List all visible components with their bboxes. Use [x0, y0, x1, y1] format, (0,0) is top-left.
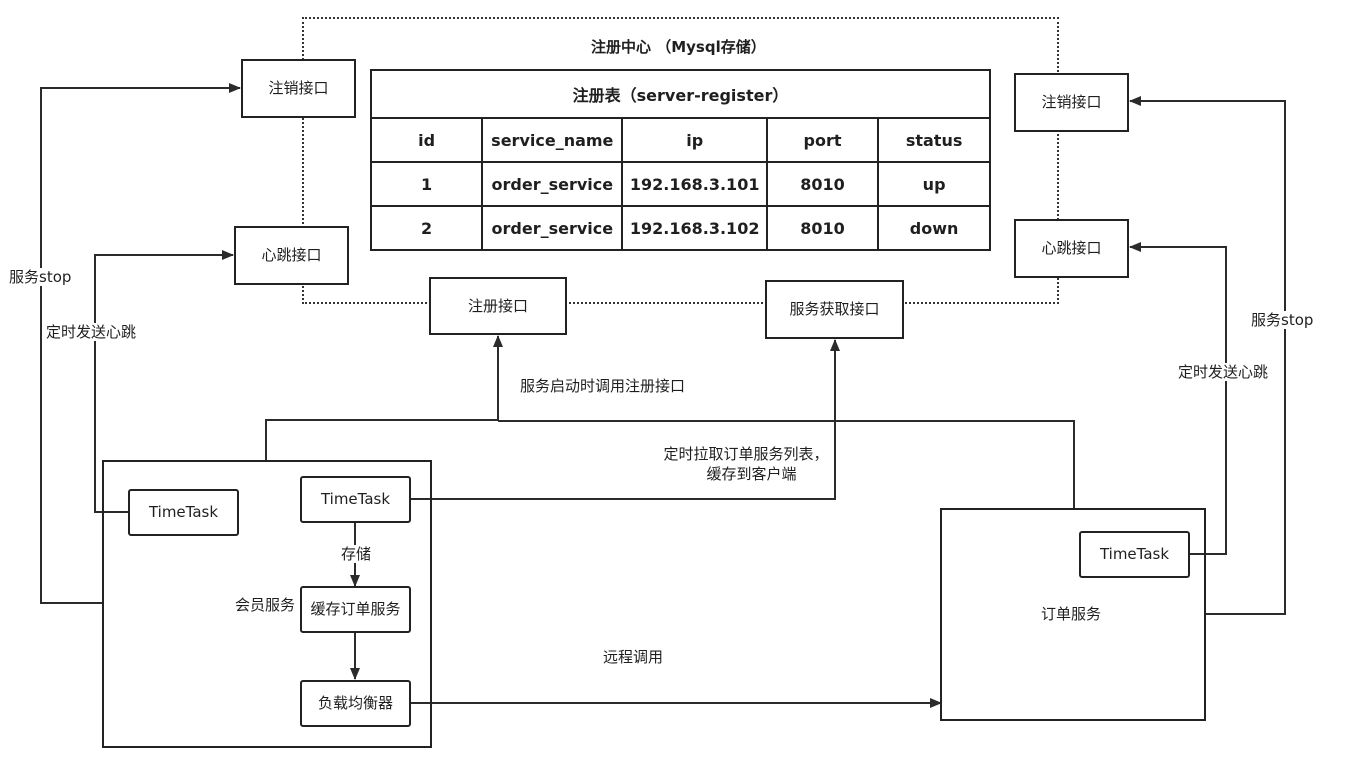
table-cell: order_service — [481, 205, 624, 251]
column-header: ip — [621, 117, 768, 163]
load-balancer-box: 负载均衡器 — [300, 680, 411, 727]
right-deregister-api-box: 注销接口 — [1014, 73, 1129, 132]
right-stop-label: 服务stop — [1251, 311, 1314, 329]
registry-center — [302, 17, 1059, 304]
table-cell: 8010 — [765, 205, 880, 251]
table-cell: 192.168.3.102 — [621, 205, 768, 251]
order-service-label: 订单服务 — [1041, 605, 1102, 623]
right-heartbeat-arrow — [1129, 242, 1227, 555]
pull-list-label-line2: 缓存到客户端 — [706, 465, 797, 483]
left-deregister-api-box: 注销接口 — [241, 59, 356, 118]
table-row: 1 order_service 192.168.3.101 8010 up — [369, 161, 991, 207]
column-header: port — [765, 117, 880, 163]
right-stop-arrow — [1129, 96, 1286, 615]
table-row: 2 order_service 192.168.3.102 8010 down — [369, 205, 991, 251]
register-table-title: 注册表（server-register） — [370, 69, 991, 119]
discovery-api-box: 服务获取接口 — [765, 280, 904, 339]
right-heartbeat-api-box: 心跳接口 — [1014, 219, 1129, 278]
table-cell: 192.168.3.101 — [621, 161, 768, 207]
table-cell: order_service — [481, 161, 624, 207]
left-stop-arrow — [40, 83, 241, 604]
remote-call-label: 远程调用 — [603, 648, 664, 666]
cache-box: 缓存订单服务 — [300, 586, 411, 633]
register-on-start-label: 服务启动时调用注册接口 — [520, 377, 686, 395]
register-table: 注册表（server-register） id service_name ip … — [369, 69, 991, 251]
table-cell: 1 — [369, 161, 484, 207]
store-label: 存储 — [339, 545, 374, 563]
table-cell: up — [877, 161, 991, 207]
table-cell: 2 — [369, 205, 484, 251]
table-cell: 8010 — [765, 161, 880, 207]
pull-list-arrow — [410, 339, 840, 500]
heartbeat-timetask-box: TimeTask — [128, 489, 239, 536]
column-header: id — [369, 117, 484, 163]
table-cell: down — [877, 205, 991, 251]
register-api-box: 注册接口 — [429, 277, 567, 335]
column-header: status — [877, 117, 991, 163]
pull-list-label-line1: 定时拉取订单服务列表， — [663, 445, 829, 463]
registry-title: 注册中心 （Mysql存储） — [591, 38, 766, 56]
register-arrow-left — [265, 335, 503, 460]
member-service-box — [102, 460, 432, 748]
left-heartbeat-arrow — [94, 250, 234, 513]
order-service-box — [940, 508, 1206, 721]
left-stop-label: 服务stop — [9, 268, 72, 286]
left-heartbeat-api-box: 心跳接口 — [234, 226, 349, 285]
register-line-right — [498, 420, 1075, 508]
pull-timetask-box: TimeTask — [300, 476, 411, 523]
left-heartbeat-label: 定时发送心跳 — [46, 323, 137, 341]
member-service-label: 会员服务 — [235, 596, 296, 614]
column-header: service_name — [481, 117, 624, 163]
table-header-row: id service_name ip port status — [369, 117, 991, 163]
right-heartbeat-label: 定时发送心跳 — [1178, 363, 1269, 381]
order-timetask-box: TimeTask — [1079, 531, 1190, 578]
